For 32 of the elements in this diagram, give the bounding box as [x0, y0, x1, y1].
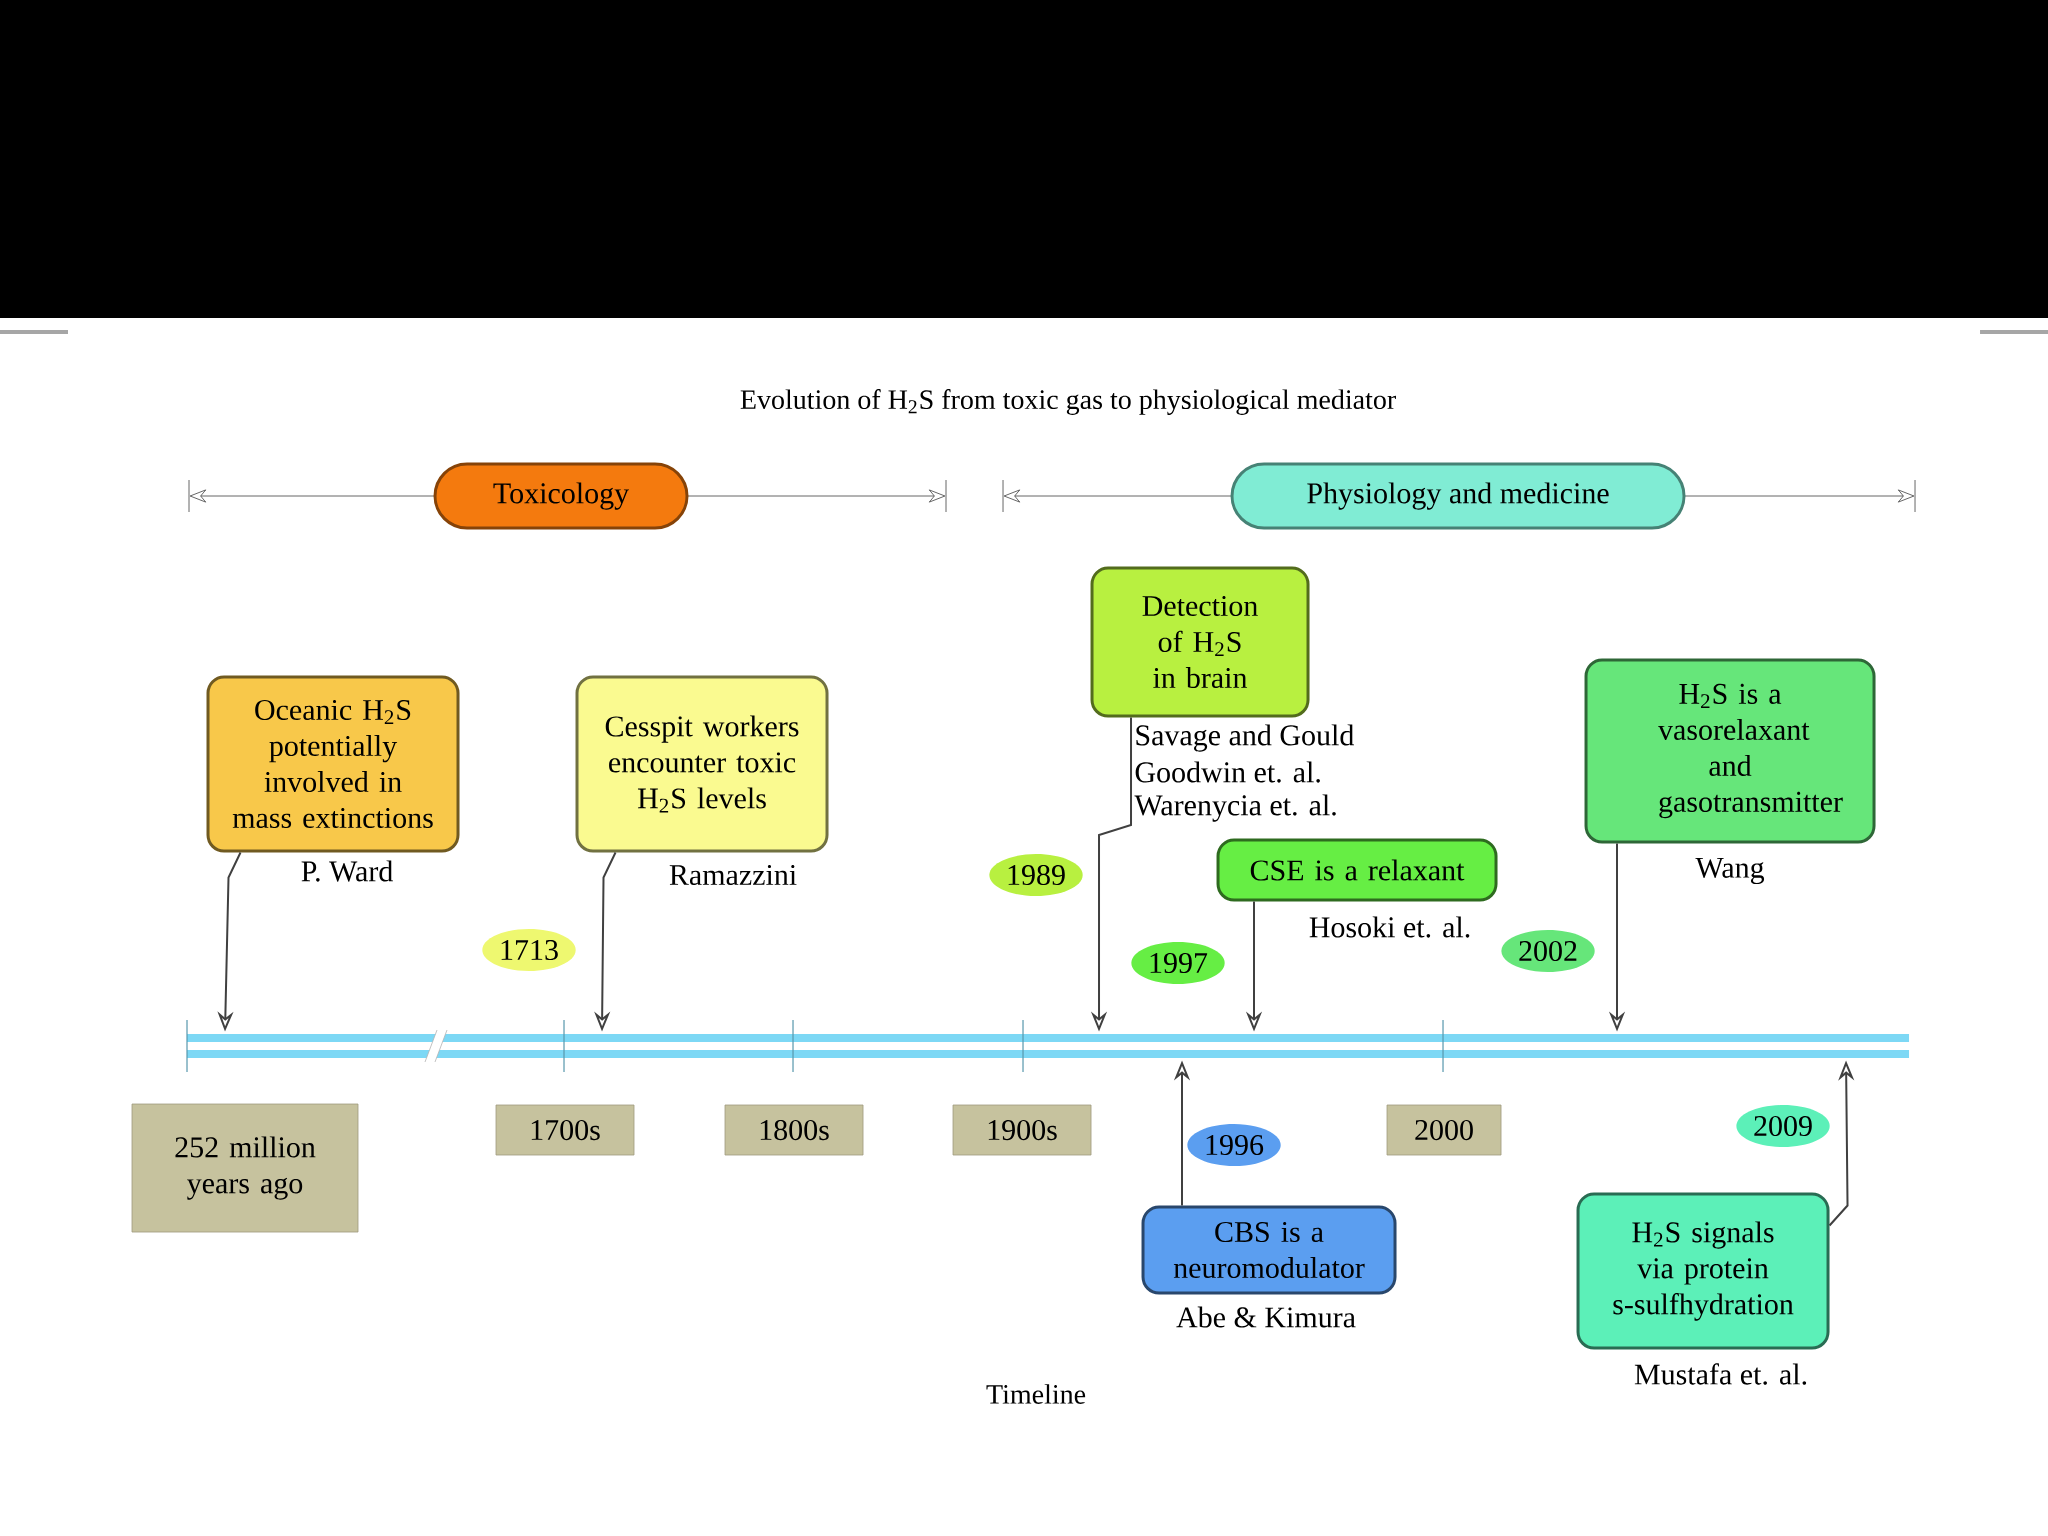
caption: Timeline: [986, 1384, 1086, 1404]
author-label: Warenycia et. al.: [1134, 794, 1336, 822]
event-box: H$_{2}$S signals via protein s-sulfhydration: [1576, 1192, 1830, 1350]
phase-label: Toxicology: [433, 462, 689, 530]
event-box: Oceanic H$_{2}$S potentially involved in mass extinctions: [206, 675, 460, 853]
era-box: 1900s: [952, 1104, 1092, 1156]
event-box: Cesspit workers encounter toxic H$_{2}$S levels: [575, 675, 829, 853]
title: Evolution of H$_{2}$S from toxic gas to physiological mediator: [740, 389, 1396, 415]
year-label: 2002: [1501, 930, 1595, 972]
event-box: CBS is a neuromodulator: [1141, 1205, 1397, 1295]
year-label: 1989: [989, 854, 1083, 896]
event-box: Detection of H$_{2}$S in brain: [1090, 566, 1310, 718]
author-label: Wang: [1695, 857, 1765, 885]
event-box: CSE is a relaxant: [1216, 838, 1498, 902]
year-label: 1996: [1187, 1124, 1281, 1166]
year-label: 2009: [1736, 1105, 1830, 1147]
era-box: 1800s: [724, 1104, 864, 1156]
event-box: H$_{2}$S is a vasorelaxant and gasotransmitter: [1584, 658, 1876, 844]
era-box: 1700s: [495, 1104, 635, 1156]
year-label: 1997: [1131, 942, 1225, 984]
author-label: Goodwin et. al.: [1135, 761, 1320, 783]
author-label: P. Ward: [301, 860, 393, 882]
timeline-bar: [186, 1019, 1910, 1073]
author-label: Mustafa et. al.: [1634, 1363, 1807, 1385]
author-label: Abe & Kimura: [1176, 1306, 1356, 1328]
author-label: Ramazzini: [669, 864, 797, 886]
era-box: 252 million years ago: [131, 1103, 359, 1233]
author-label: Savage and Gould: [1136, 724, 1354, 752]
year-label: 1713: [482, 929, 576, 971]
era-box: 2000: [1386, 1104, 1502, 1156]
author-label: Hosoki et. al.: [1309, 916, 1470, 938]
phase-label: Physiology and medicine: [1230, 462, 1686, 530]
